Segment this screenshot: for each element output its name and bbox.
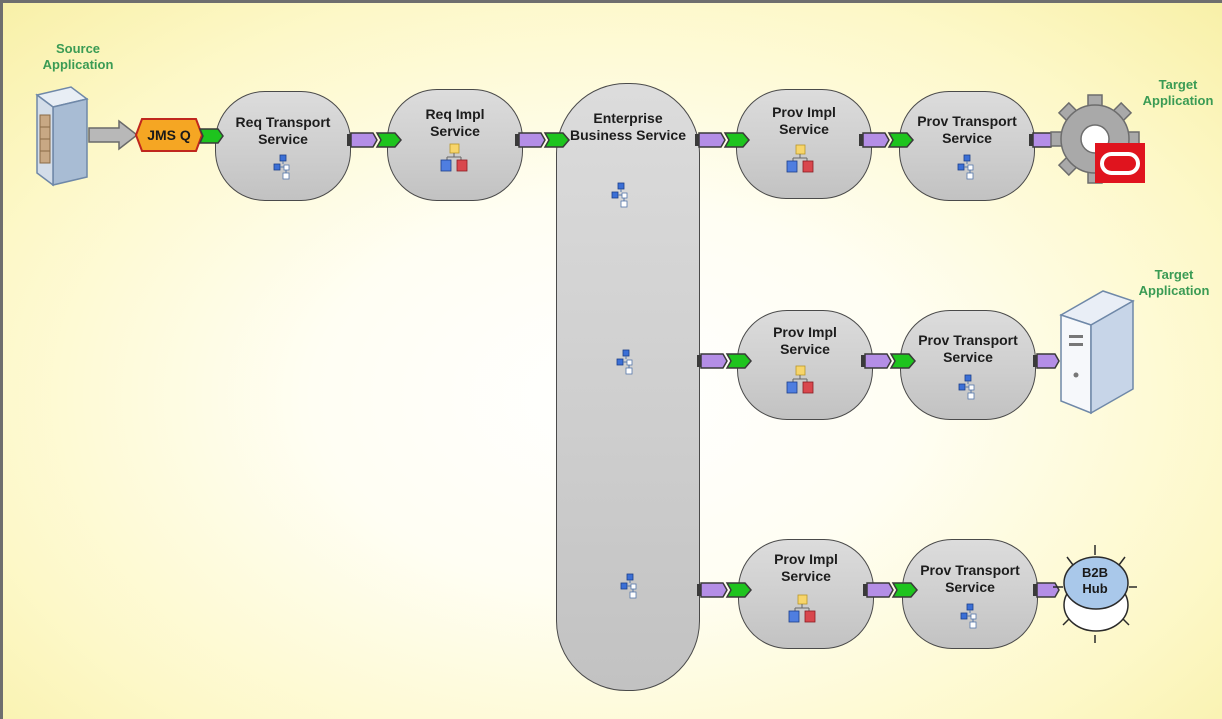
target-application-label-2: Target Application <box>1138 267 1210 298</box>
composite-flow-icon <box>273 154 290 180</box>
enterprise-business-service: Enterprise Business Service <box>556 83 700 691</box>
composite-flow-icon <box>620 573 637 599</box>
prov-transport-service-2-label: Prov Transport Service <box>918 332 1018 365</box>
source-to-queue-arrow <box>88 119 139 151</box>
target-application-label-1: Target Application <box>1142 77 1214 108</box>
prov-transport-service-3-label: Prov Transport Service <box>920 562 1020 595</box>
source-server-icon <box>35 86 89 187</box>
connectors-layer <box>198 128 1060 598</box>
composite-flow-icon <box>611 182 628 208</box>
impl-component-icon <box>440 143 468 172</box>
composite-icons-layer <box>273 143 977 629</box>
target-server-icon <box>1059 290 1135 415</box>
impl-component-icon <box>786 144 814 173</box>
prov-impl-service-2: Prov Impl Service <box>737 310 873 420</box>
jms-queue: JMS Q <box>134 117 204 153</box>
source-application-label: Source Application <box>42 41 114 72</box>
prov-transport-service-2: Prov Transport Service <box>900 310 1036 420</box>
composite-flow-icon <box>960 603 977 629</box>
impl-component-icon <box>788 594 816 623</box>
b2b-hub-label: B2B Hub <box>1081 565 1108 596</box>
b2b-hub-icon <box>1053 545 1137 643</box>
prov-impl-service-3: Prov Impl Service <box>738 539 874 649</box>
prov-impl-service-2-label: Prov Impl Service <box>773 324 837 357</box>
composite-flow-icon <box>616 349 633 375</box>
req-impl-service-label: Req Impl Service <box>425 106 485 139</box>
oracle-gear-icon <box>1050 94 1145 184</box>
jmsq-connector <box>198 128 224 144</box>
composite-flow-icon <box>958 374 975 400</box>
req-transport-service: Req Transport Service <box>215 91 351 201</box>
prov-impl-service-1: Prov Impl Service <box>736 89 872 199</box>
prov-transport-service-1-label: Prov Transport Service <box>917 113 1017 146</box>
impl-component-icon <box>786 365 814 394</box>
req-transport-service-label: Req Transport Service <box>235 114 331 147</box>
prov-impl-service-1-label: Prov Impl Service <box>772 104 836 137</box>
prov-transport-service-1: Prov Transport Service <box>899 91 1035 201</box>
enterprise-business-service-label: Enterprise Business Service <box>570 110 686 143</box>
prov-impl-service-3-label: Prov Impl Service <box>774 551 838 584</box>
prov-transport-service-3: Prov Transport Service <box>902 539 1038 649</box>
jms-queue-label: JMS Q <box>147 127 191 143</box>
composite-flow-icon <box>957 154 974 180</box>
